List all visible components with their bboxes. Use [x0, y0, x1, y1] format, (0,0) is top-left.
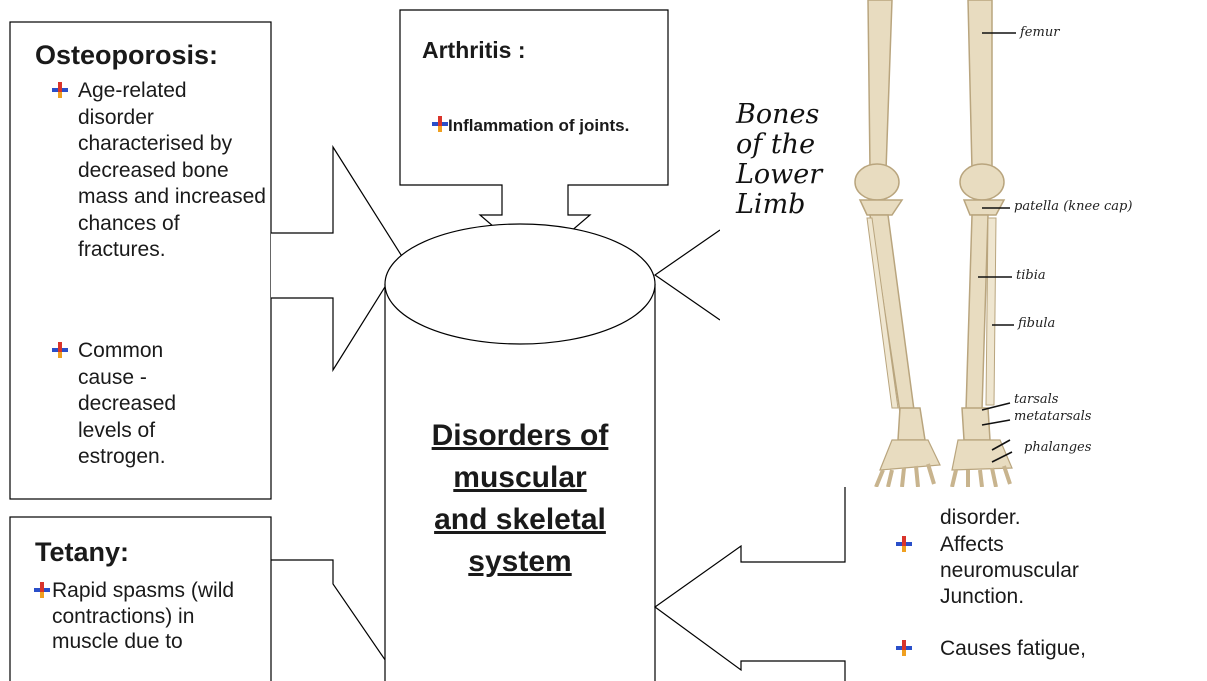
arthritis-title: Arthritis : — [422, 37, 526, 64]
bullet-text: Causes fatigue, — [940, 636, 1096, 662]
bones-heading-line: of the — [736, 130, 822, 160]
bones-lower-limb-image: Bones of the Lower Limb femur patella (k… — [720, 0, 1207, 487]
label-tarsals: tarsals — [1014, 392, 1058, 407]
left-leg-bones — [855, 0, 940, 487]
label-femur: femur — [1020, 25, 1059, 40]
bones-heading-line: Bones — [736, 100, 822, 130]
osteoporosis-bullet-2: Common cause - decreased levels of estro… — [52, 338, 212, 471]
tetany-title: Tetany: — [35, 537, 129, 568]
bullet-icon — [896, 536, 940, 552]
bullet-icon — [34, 582, 52, 598]
bullet-icon — [432, 109, 448, 145]
osteoporosis-bullet-1: Age-related disorder characterised by de… — [52, 78, 267, 264]
center-title: Disorders of muscular and skeletal syste… — [400, 415, 640, 583]
label-fibula: fibula — [1018, 316, 1055, 331]
label-metatarsals: metatarsals — [1014, 409, 1091, 424]
arthritis-bullet: Inflammation of joints. — [432, 108, 657, 145]
label-phalanges: phalanges — [1024, 440, 1091, 455]
tetany-bullet: Rapid spasms (wild contractions) in musc… — [34, 578, 264, 655]
osteoporosis-title: Osteoporosis: — [35, 40, 218, 71]
bones-illustration — [720, 0, 1207, 487]
right-box-bullet-1: Affects neuromuscular Junction. — [896, 532, 1076, 610]
label-patella: patella (knee cap) — [1014, 199, 1132, 214]
bones-heading-line: Lower — [736, 160, 822, 190]
right-box-bullet-2: Causes fatigue, — [896, 636, 1096, 662]
label-tibia: tibia — [1016, 268, 1046, 283]
bones-heading-line: Limb — [736, 190, 822, 220]
bullet-icon — [896, 640, 940, 656]
center-line: system — [400, 541, 640, 583]
right-leg-bones — [952, 0, 1012, 487]
center-line: muscular — [400, 457, 640, 499]
center-line: Disorders of — [400, 415, 640, 457]
right-box-fragment: disorder. — [940, 505, 1021, 531]
osteoporosis-arrow — [271, 147, 403, 370]
bullet-text: Affects neuromuscular Junction. — [940, 532, 1076, 610]
bullet-text: Common cause - decreased levels of estro… — [78, 338, 212, 471]
bullet-text: Rapid spasms (wild contractions) in musc… — [52, 578, 264, 655]
bones-heading: Bones of the Lower Limb — [736, 100, 822, 220]
right-upper-arrow — [655, 230, 720, 320]
cylinder-top — [385, 224, 655, 344]
bullet-text: Age-related disorder characterised by de… — [78, 78, 267, 264]
bullet-icon — [52, 82, 78, 98]
bullet-text: Inflammation of joints. — [448, 116, 629, 135]
bullet-icon — [52, 342, 78, 358]
right-lower-arrow — [655, 487, 845, 681]
center-line: and skeletal — [400, 499, 640, 541]
tetany-arrow — [271, 560, 403, 681]
